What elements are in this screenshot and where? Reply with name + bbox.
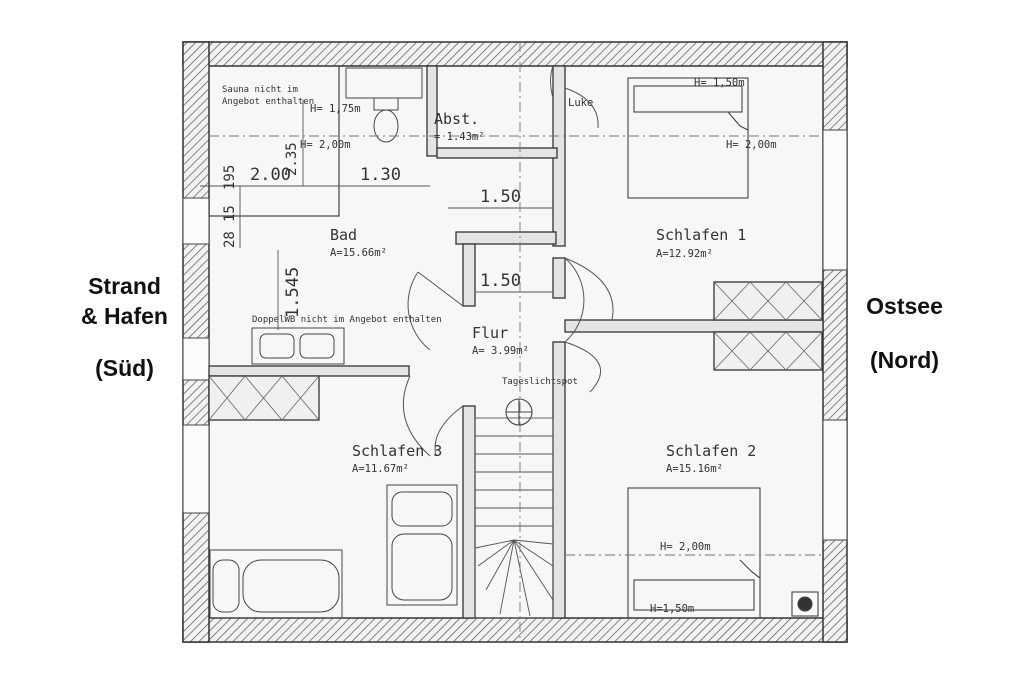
- dim-200: 2.00: [250, 165, 291, 185]
- south-label-line1: Strand: [88, 273, 161, 299]
- height-200-sauna: H= 2,00m: [300, 139, 351, 151]
- south-label-line2: & Hafen: [81, 302, 168, 329]
- room-flur-area: A= 3.99m²: [472, 345, 529, 357]
- dim-28: 28: [222, 231, 238, 248]
- north-direction: (Nord): [870, 346, 939, 373]
- tageslichtspot-label: Tageslichtspot: [502, 377, 578, 387]
- dim-1545: 1.545: [283, 267, 303, 318]
- doppelwb-note: DoppelWB nicht im Angebot enthalten: [252, 315, 442, 325]
- door-swings: [402, 65, 614, 457]
- dim-150-mid: 1.50: [480, 271, 521, 291]
- room-abst-name: Abst.: [434, 110, 479, 128]
- room-schlafen1-area: A=12.92m²: [656, 248, 713, 260]
- room-bad-area: A=15.66m²: [330, 247, 387, 259]
- staircase: [474, 417, 554, 619]
- south-label: Strand & Hafen (Süd): [72, 272, 177, 384]
- storage-cabinets: [208, 281, 823, 421]
- sauna-note-line1: Sauna nicht im: [222, 85, 298, 95]
- bath-fixtures: [209, 67, 458, 619]
- room-abst-area: = 1.43m²: [434, 131, 485, 143]
- height-150-s1: H= 1,50m: [694, 77, 745, 89]
- room-schlafen3-area: A=11.67m²: [352, 463, 409, 475]
- fixture-symbols: [505, 398, 819, 617]
- dimension-lines: [200, 42, 823, 642]
- beds: [627, 77, 761, 619]
- room-flur-name: Flur: [472, 324, 508, 342]
- windows: [182, 129, 848, 541]
- height-200-s1: H= 2,00m: [726, 139, 777, 151]
- room-schlafen2-name: Schlafen 2: [666, 442, 756, 460]
- room-bad-name: Bad: [330, 226, 357, 244]
- sauna-outline: [208, 65, 340, 217]
- dim-150-top: 1.50: [480, 187, 521, 207]
- height-150-s2: H=1,50m: [650, 603, 694, 615]
- room-schlafen1-name: Schlafen 1: [656, 226, 746, 244]
- dim-195: 195: [222, 165, 238, 190]
- luke-label: Luke: [568, 97, 593, 109]
- height-200-s2: H= 2,00m: [660, 541, 711, 553]
- outer-walls: [182, 41, 848, 643]
- dim-235: 2.35: [284, 142, 300, 176]
- room-schlafen2-area: A=15.16m²: [666, 463, 723, 475]
- sauna-note-line2: Angebot enthalten: [222, 97, 314, 107]
- room-schlafen3-name: Schlafen 3: [352, 442, 442, 460]
- north-label-name: Ostsee: [866, 293, 943, 319]
- dim-15: 15: [222, 205, 238, 222]
- north-label: Ostsee (Nord): [852, 292, 957, 376]
- dim-130: 1.30: [360, 165, 401, 185]
- south-direction: (Süd): [95, 354, 154, 381]
- height-175: H= 1,75m: [310, 103, 361, 115]
